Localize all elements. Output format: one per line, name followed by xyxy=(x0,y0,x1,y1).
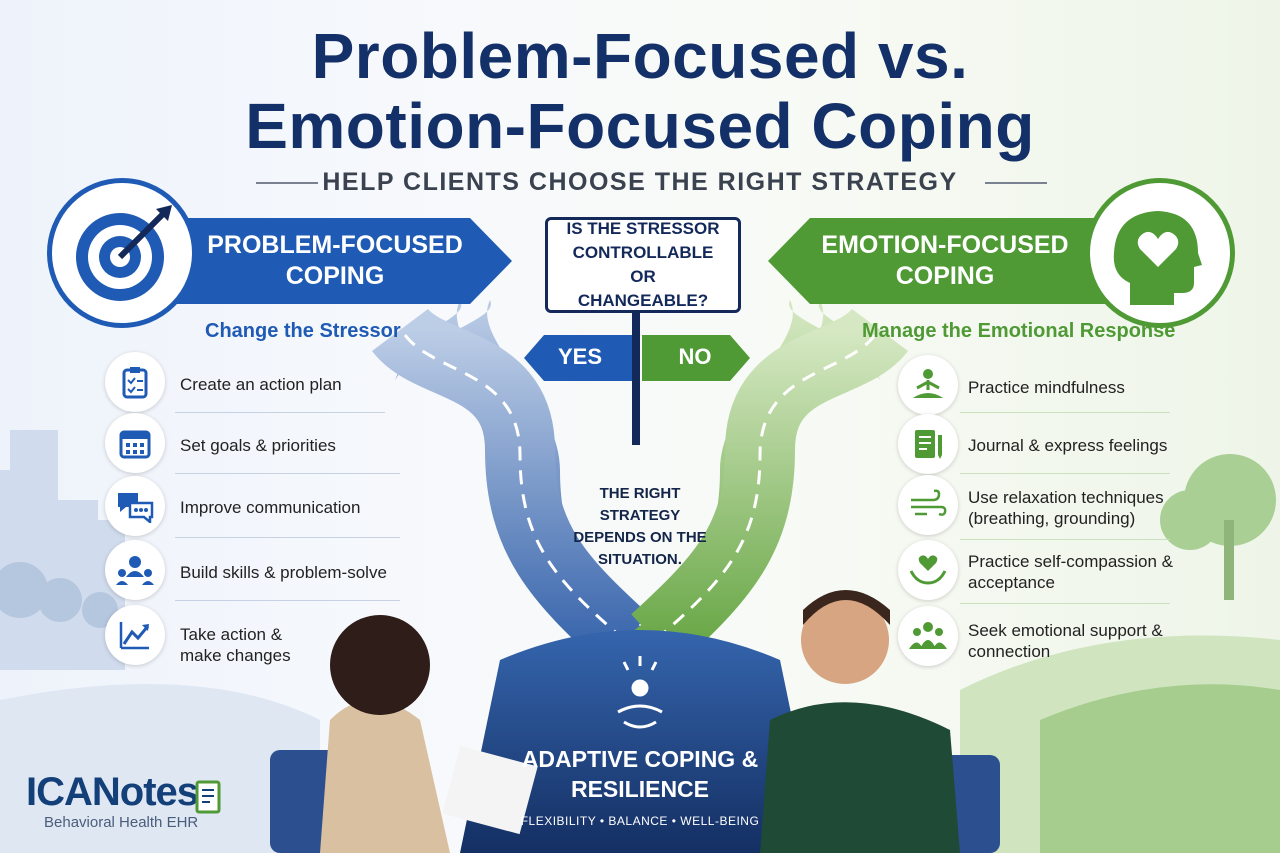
target-icon-circle xyxy=(47,178,197,328)
logo-tagline: Behavioral Health EHR xyxy=(44,814,199,831)
problem-item-1: Create an action plan xyxy=(180,375,342,394)
left-hill xyxy=(0,684,320,853)
problem-item-4: Build skills & problem-solve xyxy=(180,563,387,582)
wind-icon xyxy=(898,475,958,535)
notes-logo-icon xyxy=(195,780,221,814)
resilience-icon xyxy=(617,656,663,729)
emotion-banner-label: EMOTION-FOCUSED COPING xyxy=(821,231,1069,290)
subtitle-rule-right xyxy=(985,182,1047,184)
problem-item-2: Set goals & priorities xyxy=(180,436,336,455)
decision-question: IS THE STRESSOR CONTROLLABLE OR CHANGEAB… xyxy=(566,219,720,310)
decision-question-sign: IS THE STRESSOR CONTROLLABLE OR CHANGEAB… xyxy=(545,217,741,313)
outcome-pool xyxy=(460,630,820,853)
emotion-item-1: Practice mindfulness xyxy=(968,378,1125,397)
no-arrow xyxy=(642,335,750,381)
signpost-pole xyxy=(632,305,640,445)
subtitle: HELP CLIENTS CHOOSE THE RIGHT STRATEGY xyxy=(322,168,958,196)
trend-up-icon xyxy=(105,605,165,665)
title-line-1: Problem-Focused vs. xyxy=(311,20,969,92)
icanotes-logo: ICANotes xyxy=(26,770,199,814)
no-label: NO xyxy=(678,344,712,369)
problem-item-5: Take action & make changes xyxy=(180,625,291,665)
target-icon xyxy=(76,205,172,301)
title-line-2: Emotion-Focused Coping xyxy=(245,90,1035,162)
emotion-item-5: Seek emotional support & connection xyxy=(968,621,1163,661)
problem-item-3: Improve communication xyxy=(180,498,361,517)
emotion-banner xyxy=(768,218,1140,304)
outcome-subtitle: FLEXIBILITY • BALANCE • WELL-BEING xyxy=(520,814,760,828)
therapist-figure xyxy=(760,590,1000,853)
support-group-icon xyxy=(898,606,958,666)
right-trees xyxy=(1160,454,1276,600)
journal-icon xyxy=(898,414,958,474)
calendar-icon xyxy=(105,413,165,473)
people-network-icon xyxy=(105,540,165,600)
clipboard-icon xyxy=(105,352,165,412)
head-heart-icon xyxy=(1113,211,1202,305)
emotion-heading: Manage the Emotional Response xyxy=(862,320,1176,342)
outcome-title: ADAPTIVE COPING & RESILIENCE xyxy=(521,746,759,802)
subtitle-rule-left xyxy=(256,182,318,184)
center-note: THE RIGHT STRATEGY DEPENDS ON THE SITUAT… xyxy=(573,485,707,568)
yes-arrow xyxy=(524,335,632,381)
emotion-item-4: Practice self-compassion & acceptance xyxy=(968,552,1174,592)
chat-bubbles-icon xyxy=(105,476,165,536)
yes-label: YES xyxy=(557,344,603,369)
emotion-item-2: Journal & express feelings xyxy=(968,436,1168,455)
problem-banner xyxy=(140,218,512,304)
problem-banner-label: PROBLEM-FOCUSED COPING xyxy=(207,231,463,290)
heart-hands-icon xyxy=(898,540,958,600)
left-trees xyxy=(0,562,118,628)
meditation-icon xyxy=(898,355,958,415)
problem-heading: Change the Stressor xyxy=(205,320,401,342)
head-heart-icon-circle xyxy=(1085,178,1235,328)
emotion-item-3: Use relaxation techniques (breathing, gr… xyxy=(968,488,1164,528)
client-figure xyxy=(270,615,538,853)
